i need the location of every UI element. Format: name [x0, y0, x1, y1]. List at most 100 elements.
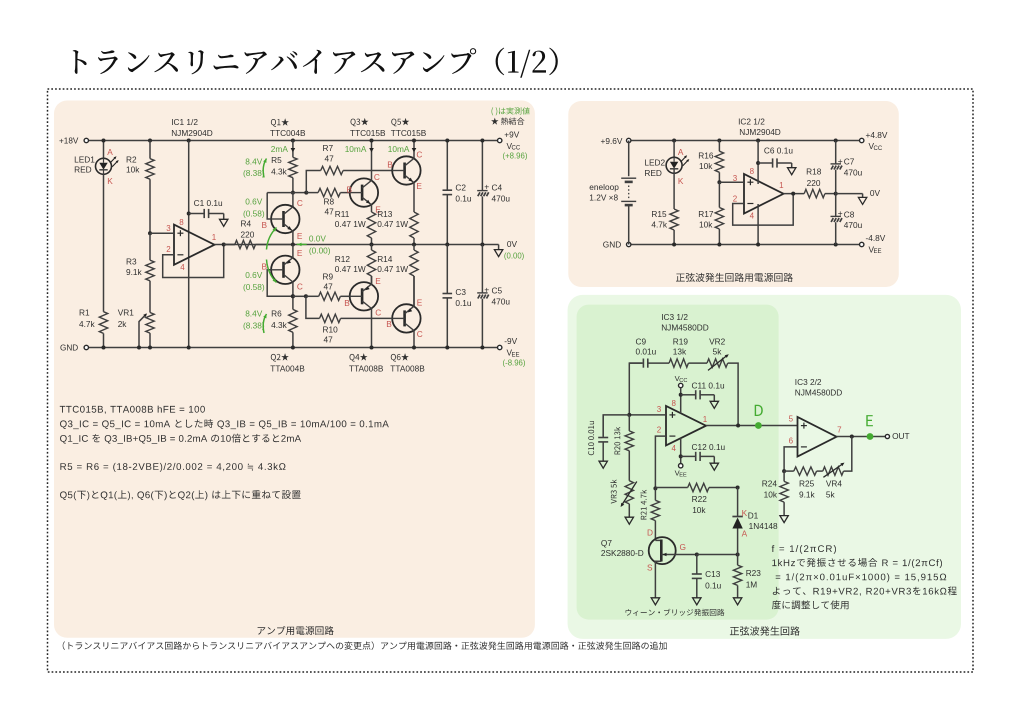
svg-text:EE: EE — [874, 249, 882, 255]
svg-text:A: A — [107, 147, 113, 157]
svg-text:IC2 1/2: IC2 1/2 — [738, 116, 765, 126]
svg-text:470u: 470u — [844, 167, 863, 177]
svg-text:S: S — [647, 562, 653, 572]
svg-text:3: 3 — [657, 405, 662, 414]
svg-text:470u: 470u — [844, 220, 863, 230]
svg-text:10mA: 10mA — [345, 144, 367, 154]
svg-text:R17: R17 — [698, 209, 714, 219]
svg-text:R1: R1 — [79, 308, 90, 318]
svg-text:0.01u: 0.01u — [636, 347, 657, 357]
svg-text:C8: C8 — [844, 209, 855, 219]
svg-text:+18V: +18V — [59, 136, 79, 145]
svg-text:0.1u: 0.1u — [705, 581, 722, 591]
svg-text:4: 4 — [750, 212, 755, 221]
svg-text:R14: R14 — [377, 254, 393, 264]
svg-text:C5: C5 — [492, 286, 503, 296]
svg-text:(8.38): (8.38) — [243, 321, 265, 331]
svg-text:R12: R12 — [335, 254, 351, 264]
svg-text:B: B — [387, 160, 393, 170]
svg-text:8: 8 — [179, 218, 184, 227]
svg-text:+9V: +9V — [504, 129, 519, 139]
svg-text:IC3 2/2: IC3 2/2 — [795, 377, 822, 387]
svg-text:TTA004B: TTA004B — [270, 364, 305, 374]
svg-text:R3: R3 — [126, 256, 137, 266]
svg-text:C: C — [417, 329, 423, 339]
svg-text:+: + — [484, 181, 489, 191]
svg-text:C11 0.1u: C11 0.1u — [692, 380, 725, 390]
svg-text:R22: R22 — [692, 494, 708, 504]
svg-text:4: 4 — [180, 263, 185, 272]
svg-text:E: E — [297, 248, 303, 258]
svg-text:C: C — [297, 198, 303, 208]
svg-text:1N4148: 1N4148 — [749, 521, 778, 531]
svg-text:47: 47 — [324, 334, 334, 344]
svg-text:1: 1 — [703, 415, 708, 424]
svg-text:0.0V: 0.0V — [309, 234, 327, 244]
svg-text:G: G — [680, 542, 686, 552]
svg-text:9.1k: 9.1k — [126, 267, 143, 277]
svg-text:eneloop: eneloop — [589, 182, 619, 192]
svg-text:10k: 10k — [764, 490, 778, 500]
svg-text:C: C — [375, 307, 381, 317]
svg-text:B: B — [262, 220, 268, 230]
svg-text:E: E — [375, 204, 381, 214]
svg-text:TTA008B: TTA008B — [349, 364, 384, 374]
svg-text:NJM4580DD: NJM4580DD — [661, 323, 709, 333]
svg-text:K: K — [107, 176, 113, 186]
svg-text:LED2: LED2 — [644, 157, 665, 167]
svg-text:4.7k: 4.7k — [651, 220, 668, 230]
svg-text:B: B — [344, 298, 350, 308]
svg-text:B: B — [386, 319, 392, 329]
svg-text:10mA: 10mA — [388, 144, 410, 154]
svg-text:0.47 1W: 0.47 1W — [335, 264, 366, 274]
svg-text:K: K — [678, 176, 684, 186]
svg-text:C12 0.1u: C12 0.1u — [692, 442, 726, 452]
svg-text:2SK2880-D: 2SK2880-D — [601, 548, 644, 558]
svg-text:0.1u: 0.1u — [455, 298, 472, 308]
svg-text:VR1: VR1 — [118, 308, 135, 318]
svg-text:R11: R11 — [335, 209, 350, 219]
svg-text:V: V — [507, 141, 513, 151]
svg-text:4.3k: 4.3k — [271, 167, 288, 177]
svg-text:C: C — [416, 150, 422, 160]
svg-text:(+8.96): (+8.96) — [503, 151, 528, 160]
svg-text:220: 220 — [807, 178, 821, 188]
svg-text:5: 5 — [789, 415, 794, 424]
svg-text:4.3k: 4.3k — [271, 320, 288, 330]
svg-text:V: V — [869, 244, 875, 254]
svg-text:-9V: -9V — [504, 336, 517, 346]
svg-text:R7: R7 — [323, 143, 334, 153]
svg-text:0.47 1W: 0.47 1W — [377, 219, 408, 229]
svg-text:D: D — [647, 528, 653, 538]
svg-text:3: 3 — [166, 224, 171, 233]
svg-text:CC: CC — [679, 378, 687, 384]
svg-text:C4: C4 — [492, 183, 503, 193]
svg-text:LED1: LED1 — [74, 154, 95, 164]
svg-text:6: 6 — [789, 436, 794, 445]
svg-text:VR2: VR2 — [709, 337, 726, 347]
svg-text:C1 0.1u: C1 0.1u — [194, 198, 223, 208]
svg-text:V: V — [507, 348, 513, 358]
svg-text:TTC004B: TTC004B — [270, 128, 306, 138]
svg-text:RED: RED — [74, 165, 92, 175]
svg-text:10k: 10k — [126, 165, 140, 175]
svg-text:2: 2 — [166, 245, 171, 254]
svg-text:RED: RED — [644, 168, 662, 178]
svg-text:0.6V: 0.6V — [245, 270, 263, 280]
svg-text:0.47 1W: 0.47 1W — [335, 219, 366, 229]
svg-text:(0.00): (0.00) — [309, 246, 331, 256]
svg-text:EE: EE — [512, 352, 520, 358]
svg-text:0V: 0V — [507, 239, 518, 249]
svg-text:+4.8V: +4.8V — [866, 130, 888, 140]
svg-text:R24: R24 — [762, 478, 778, 488]
svg-text:R15: R15 — [651, 209, 667, 219]
svg-text:IC3 1/2: IC3 1/2 — [661, 312, 688, 322]
svg-text:K: K — [742, 508, 748, 518]
svg-text:10k: 10k — [699, 220, 713, 230]
svg-text:8: 8 — [671, 399, 676, 408]
svg-text:C13: C13 — [705, 569, 721, 579]
svg-text:+: + — [484, 285, 489, 295]
svg-text:R4: R4 — [241, 219, 252, 229]
svg-text:TTC015B: TTC015B — [350, 128, 386, 138]
svg-text:R5: R5 — [271, 155, 282, 165]
